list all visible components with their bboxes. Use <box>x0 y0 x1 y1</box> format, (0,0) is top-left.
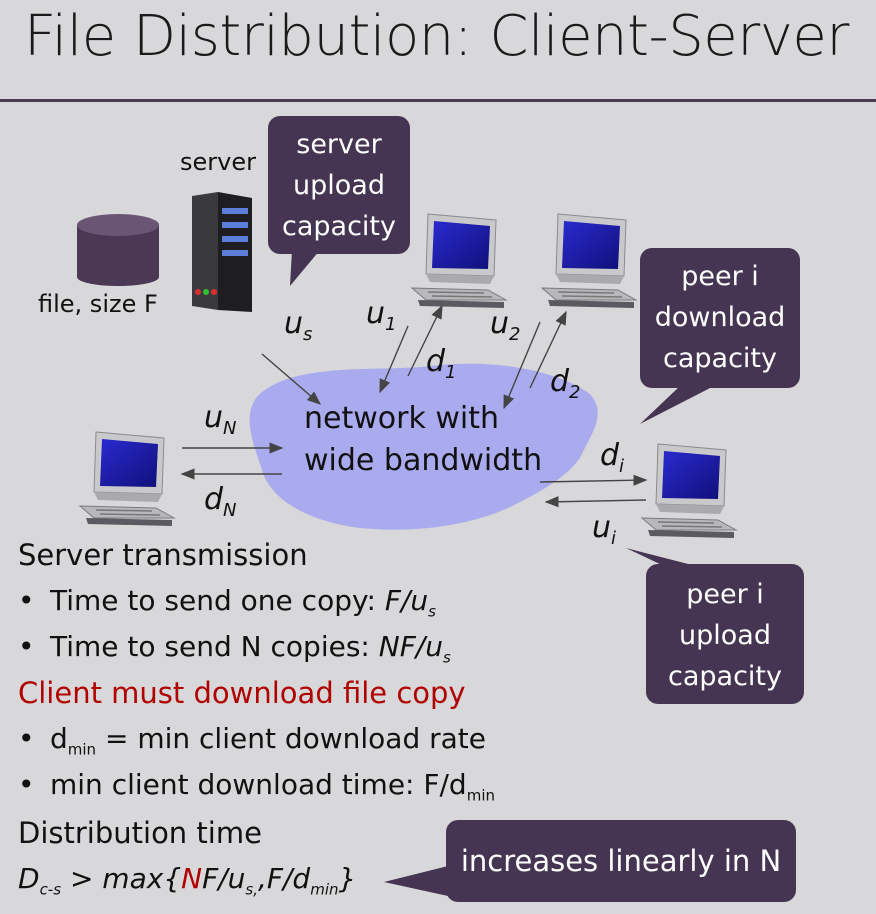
bullet-n-copies: •Time to send N copies: NF/us <box>18 630 451 667</box>
distribution-formula: Dc-s > max{NF/us,,F/dmin} <box>18 862 357 899</box>
network-label-line2: wide bandwidth <box>304 443 543 478</box>
peer-i-computer-icon <box>641 443 737 539</box>
database-icon <box>77 214 159 286</box>
var-d2: d2 <box>550 364 581 403</box>
var-us: us <box>284 306 313 345</box>
distribution-time-heading: Distribution time <box>18 816 262 850</box>
file-size-label: file, size F <box>38 290 158 318</box>
network-label-line1: network with <box>304 401 500 436</box>
var-uN: uN <box>204 400 237 439</box>
var-d1: d1 <box>426 344 457 383</box>
title-divider <box>0 99 876 102</box>
var-dN: dN <box>204 482 237 521</box>
server-tower-icon <box>192 192 252 312</box>
var-ui: ui <box>592 510 617 549</box>
peer-2-computer-icon <box>541 213 637 309</box>
slide-title: File Distribution: Client-Server <box>24 4 849 69</box>
server-label: server <box>180 148 256 176</box>
server-transmission-heading: Server transmission <box>18 538 308 572</box>
server-upload-callout: server upload capacity <box>268 116 410 254</box>
bullet-min-download-time: •min client download time: F/dmin <box>18 768 496 805</box>
linear-increase-callout: increases linearly in N <box>446 820 796 902</box>
peer-1-computer-icon <box>411 213 507 309</box>
var-di: di <box>600 438 625 477</box>
network-label: network with wide bandwidth <box>304 398 542 482</box>
peer-n-computer-icon <box>79 431 175 527</box>
peer-upload-callout: peer i upload capacity <box>646 564 804 704</box>
client-download-heading: Client must download file copy <box>18 676 466 710</box>
var-u1: u1 <box>366 296 397 335</box>
var-u2: u2 <box>490 306 521 345</box>
bullet-dmin: •dmin = min client download rate <box>18 722 487 759</box>
peer-download-callout: peer i download capacity <box>640 248 800 388</box>
bullet-one-copy: •Time to send one copy: F/us <box>18 584 436 621</box>
